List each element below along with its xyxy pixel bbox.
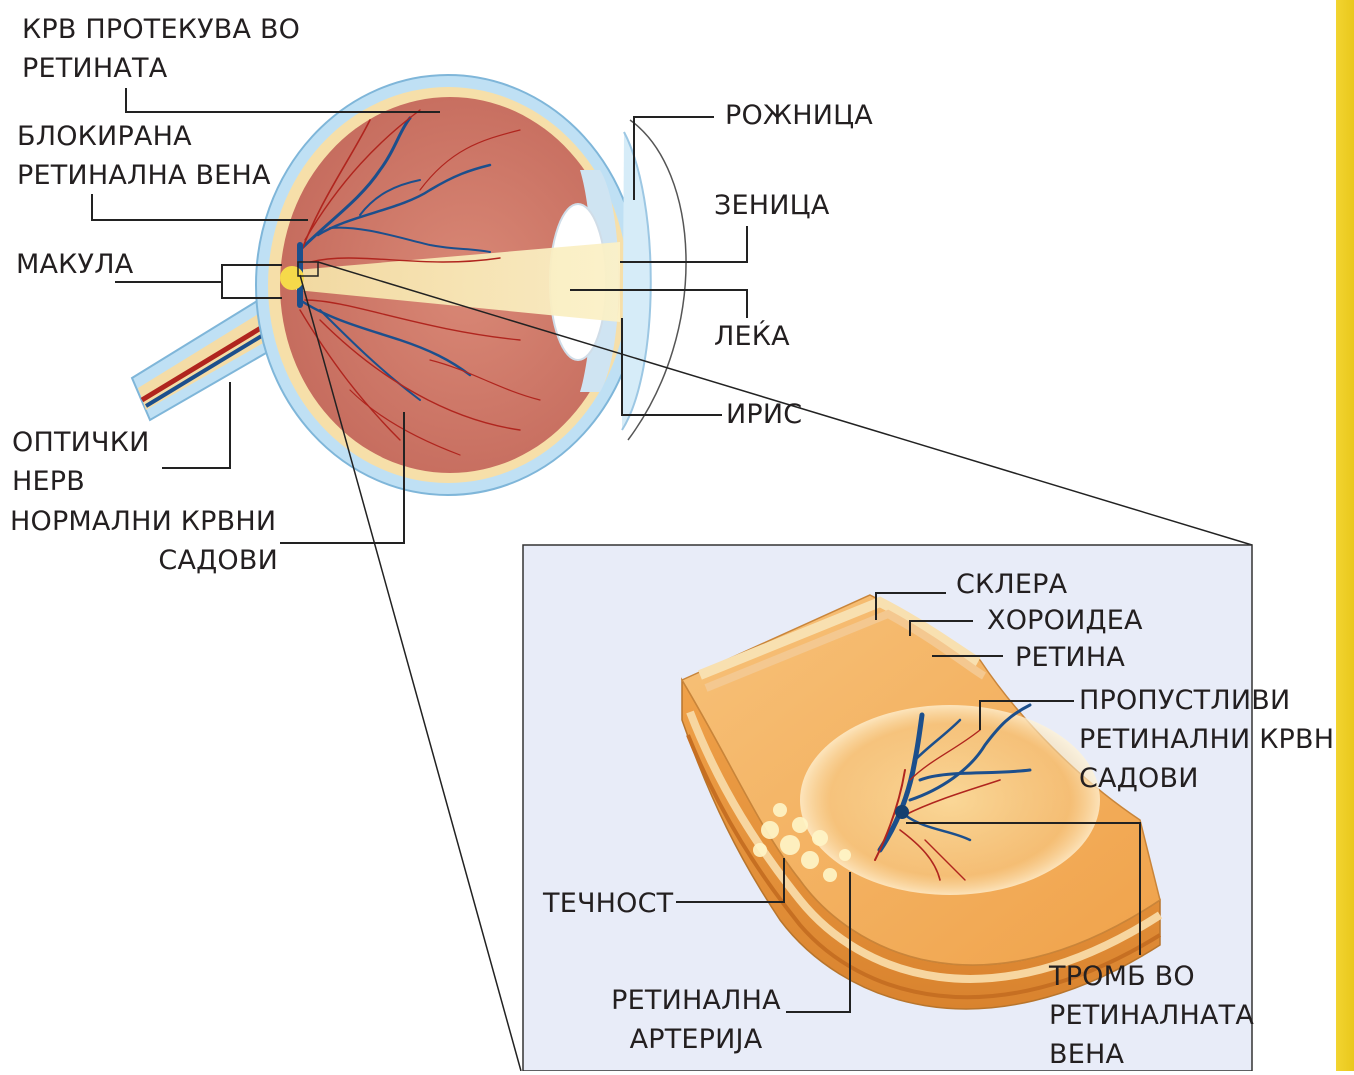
label-optic-nerve-line1: ОПТИЧКИ	[12, 423, 150, 462]
label-iris: ИРИС	[726, 395, 802, 434]
label-blood-leak: КРВ ПРОТЕКУВА ВО РЕТИНАТА	[22, 10, 300, 88]
label-optic-nerve-line2: НЕРВ	[12, 462, 150, 501]
label-blocked-vein: БЛОКИРАНА РЕТИНАЛНА ВЕНА	[17, 117, 271, 195]
label-macula: МАКУЛА	[16, 245, 133, 284]
label-cornea: РОЖНИЦА	[725, 96, 873, 135]
label-retina: РЕТИНА	[1015, 638, 1125, 677]
label-thrombus: ТРОМБ ВО РЕТИНАЛНАТА ВЕНА	[1049, 957, 1254, 1074]
label-leaky-vessels: ПРОПУСТЛИВИ РЕТИНАЛНИ КРВНИ САДОВИ	[1079, 681, 1354, 798]
label-blood-leak-line1: КРВ ПРОТЕКУВА ВО	[22, 10, 300, 49]
label-lens: ЛЕЌА	[714, 317, 790, 356]
label-leaky-vessels-line2: РЕТИНАЛНИ КРВНИ	[1079, 720, 1354, 759]
label-blood-leak-line2: РЕТИНАТА	[22, 49, 300, 88]
label-leaky-vessels-line3: САДОВИ	[1079, 759, 1354, 798]
label-sclera: СКЛЕРА	[956, 565, 1067, 604]
label-retinal-artery: РЕТИНАЛНА АРТЕРИЈА	[606, 981, 786, 1059]
page-edge-strip	[1336, 0, 1354, 1071]
label-thrombus-line2: РЕТИНАЛНАТА	[1049, 996, 1254, 1035]
label-retinal-artery-line2: АРТЕРИЈА	[606, 1020, 786, 1059]
label-leaky-vessels-line1: ПРОПУСТЛИВИ	[1079, 681, 1354, 720]
label-fluid: ТЕЧНОСТ	[543, 884, 673, 923]
label-normal-vessels: НОРМАЛНИ КРВНИ САДОВИ	[10, 502, 278, 580]
label-retinal-artery-line1: РЕТИНАЛНА	[606, 981, 786, 1020]
label-normal-vessels-line2: САДОВИ	[10, 541, 278, 580]
label-blocked-vein-line2: РЕТИНАЛНА ВЕНА	[17, 156, 271, 195]
label-pupil: ЗЕНИЦА	[714, 186, 830, 225]
label-blocked-vein-line1: БЛОКИРАНА	[17, 117, 271, 156]
label-normal-vessels-line1: НОРМАЛНИ КРВНИ	[10, 502, 278, 541]
label-choroid: ХОРОИДЕА	[987, 601, 1143, 640]
label-thrombus-line1: ТРОМБ ВО	[1049, 957, 1254, 996]
label-optic-nerve: ОПТИЧКИ НЕРВ	[12, 423, 150, 501]
label-thrombus-line3: ВЕНА	[1049, 1035, 1254, 1074]
